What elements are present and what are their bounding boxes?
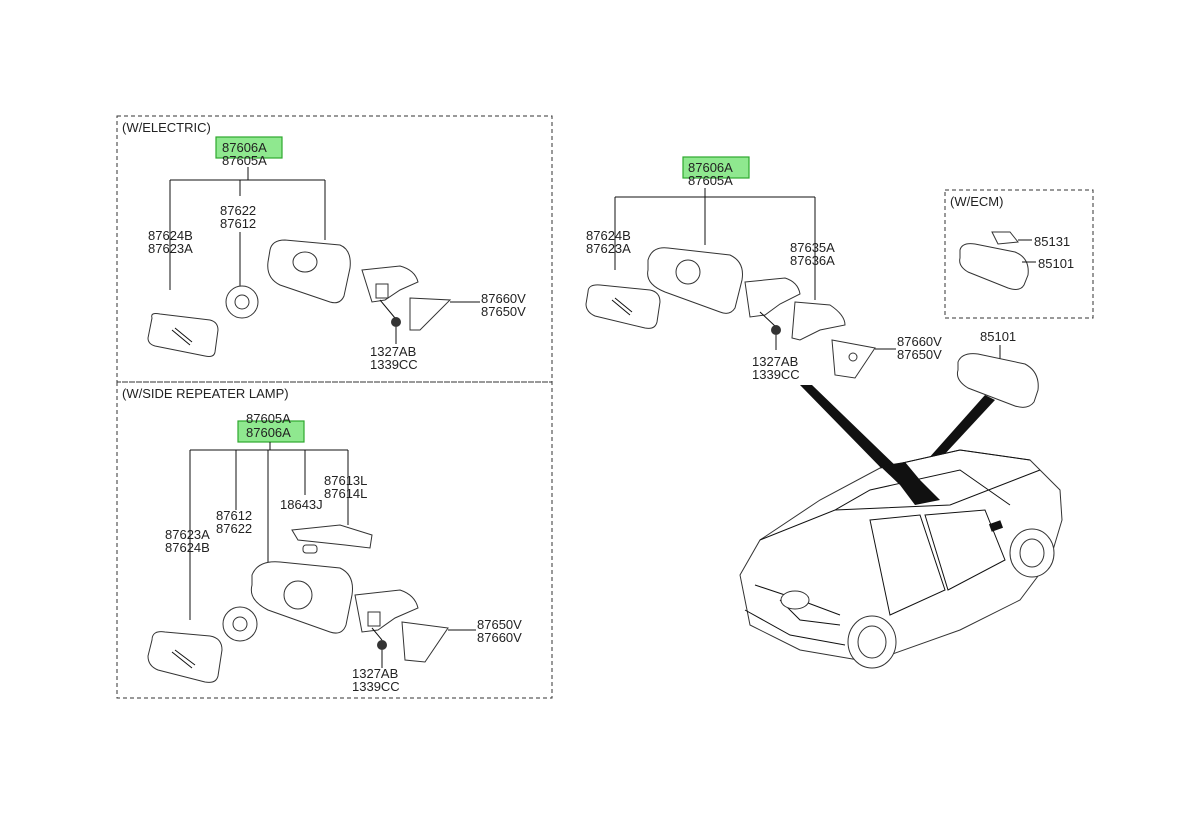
label-r-top1[interactable]: 87605A [246, 411, 291, 426]
label-r-top2[interactable]: 87606A [246, 425, 291, 440]
repeater-lamp [291, 524, 373, 549]
label-m-cap2[interactable]: 87636A [790, 253, 835, 268]
label-m-top1[interactable]: 87606A [688, 160, 733, 175]
ecm-mirror [959, 243, 1029, 290]
nut-r [377, 640, 387, 650]
label-e-glass2[interactable]: 87623A [148, 241, 193, 256]
label-r-glass1[interactable]: 87623A [165, 527, 210, 542]
mount-bracket-m [744, 277, 801, 318]
label-r-nut1[interactable]: 1327AB [352, 666, 398, 681]
repeater-frame [116, 381, 553, 699]
label-m-nut1[interactable]: 1327AB [752, 354, 798, 369]
cap-m [791, 301, 846, 341]
label-m-glass2[interactable]: 87623A [586, 241, 631, 256]
label-m-cap1[interactable]: 87635A [790, 240, 835, 255]
label-e-top2[interactable]: 87605A [222, 153, 267, 168]
label-m-cover1[interactable]: 87660V [897, 334, 942, 349]
label-r-cover2[interactable]: 87660V [477, 630, 522, 645]
section-repeater: (W/SIDE REPEATER LAMP) [122, 386, 289, 401]
label-m-nut2[interactable]: 1339CC [752, 367, 800, 382]
label-ecm-b[interactable]: 85101 [1038, 256, 1074, 271]
label-r-glass2[interactable]: 87624B [165, 540, 210, 555]
section-ecm: (W/ECM) [950, 194, 1003, 209]
highlight-m-top [682, 156, 750, 179]
label-r-lamp2[interactable]: 87614L [324, 486, 367, 501]
label-m-top2[interactable]: 87605A [688, 173, 733, 188]
bulb [302, 544, 318, 554]
glass-mark-e [171, 327, 193, 346]
pointer-inside [920, 395, 995, 470]
section-electric: (W/ELECTRIC) [122, 120, 211, 135]
leader-m [614, 188, 816, 300]
ecm-bracket [991, 231, 1019, 245]
label-e-top1[interactable]: 87606A [222, 140, 267, 155]
label-r-cover1[interactable]: 87650V [477, 617, 522, 632]
label-ecm-a[interactable]: 85131 [1034, 234, 1070, 249]
mount-bracket-e [361, 265, 419, 303]
cover-e [409, 297, 452, 331]
leader-e [169, 167, 326, 290]
highlight-e-top [215, 136, 283, 159]
mirror-glass-m [585, 284, 661, 329]
nut-e [391, 317, 401, 327]
car-illustration [739, 449, 1063, 669]
ecm-frame [944, 189, 1094, 319]
label-e-cover2[interactable]: 87650V [481, 304, 526, 319]
label-r-act1[interactable]: 87612 [216, 508, 252, 523]
leader-r [189, 442, 349, 620]
label-r-act2[interactable]: 87622 [216, 521, 252, 536]
label-e-act2[interactable]: 87612 [220, 216, 256, 231]
label-r-bulb[interactable]: 18643J [280, 497, 323, 512]
label-m-glass1[interactable]: 87624B [586, 228, 631, 243]
inside-mirror [957, 353, 1039, 408]
label-r-nut2[interactable]: 1339CC [352, 679, 400, 694]
label-e-cover1[interactable]: 87660V [481, 291, 526, 306]
label-e-nut2[interactable]: 1339CC [370, 357, 418, 372]
label-m-cover2[interactable]: 87650V [897, 347, 942, 362]
label-e-act1[interactable]: 87622 [220, 203, 256, 218]
cover-r [401, 621, 449, 663]
highlight-r-top [237, 420, 305, 443]
nut-m [771, 325, 781, 335]
label-e-glass1[interactable]: 87624B [148, 228, 193, 243]
label-r-lamp1[interactable]: 87613L [324, 473, 367, 488]
label-e-nut1[interactable]: 1327AB [370, 344, 416, 359]
label-mirror[interactable]: 85101 [980, 329, 1016, 344]
pointer-mirror [800, 385, 900, 472]
